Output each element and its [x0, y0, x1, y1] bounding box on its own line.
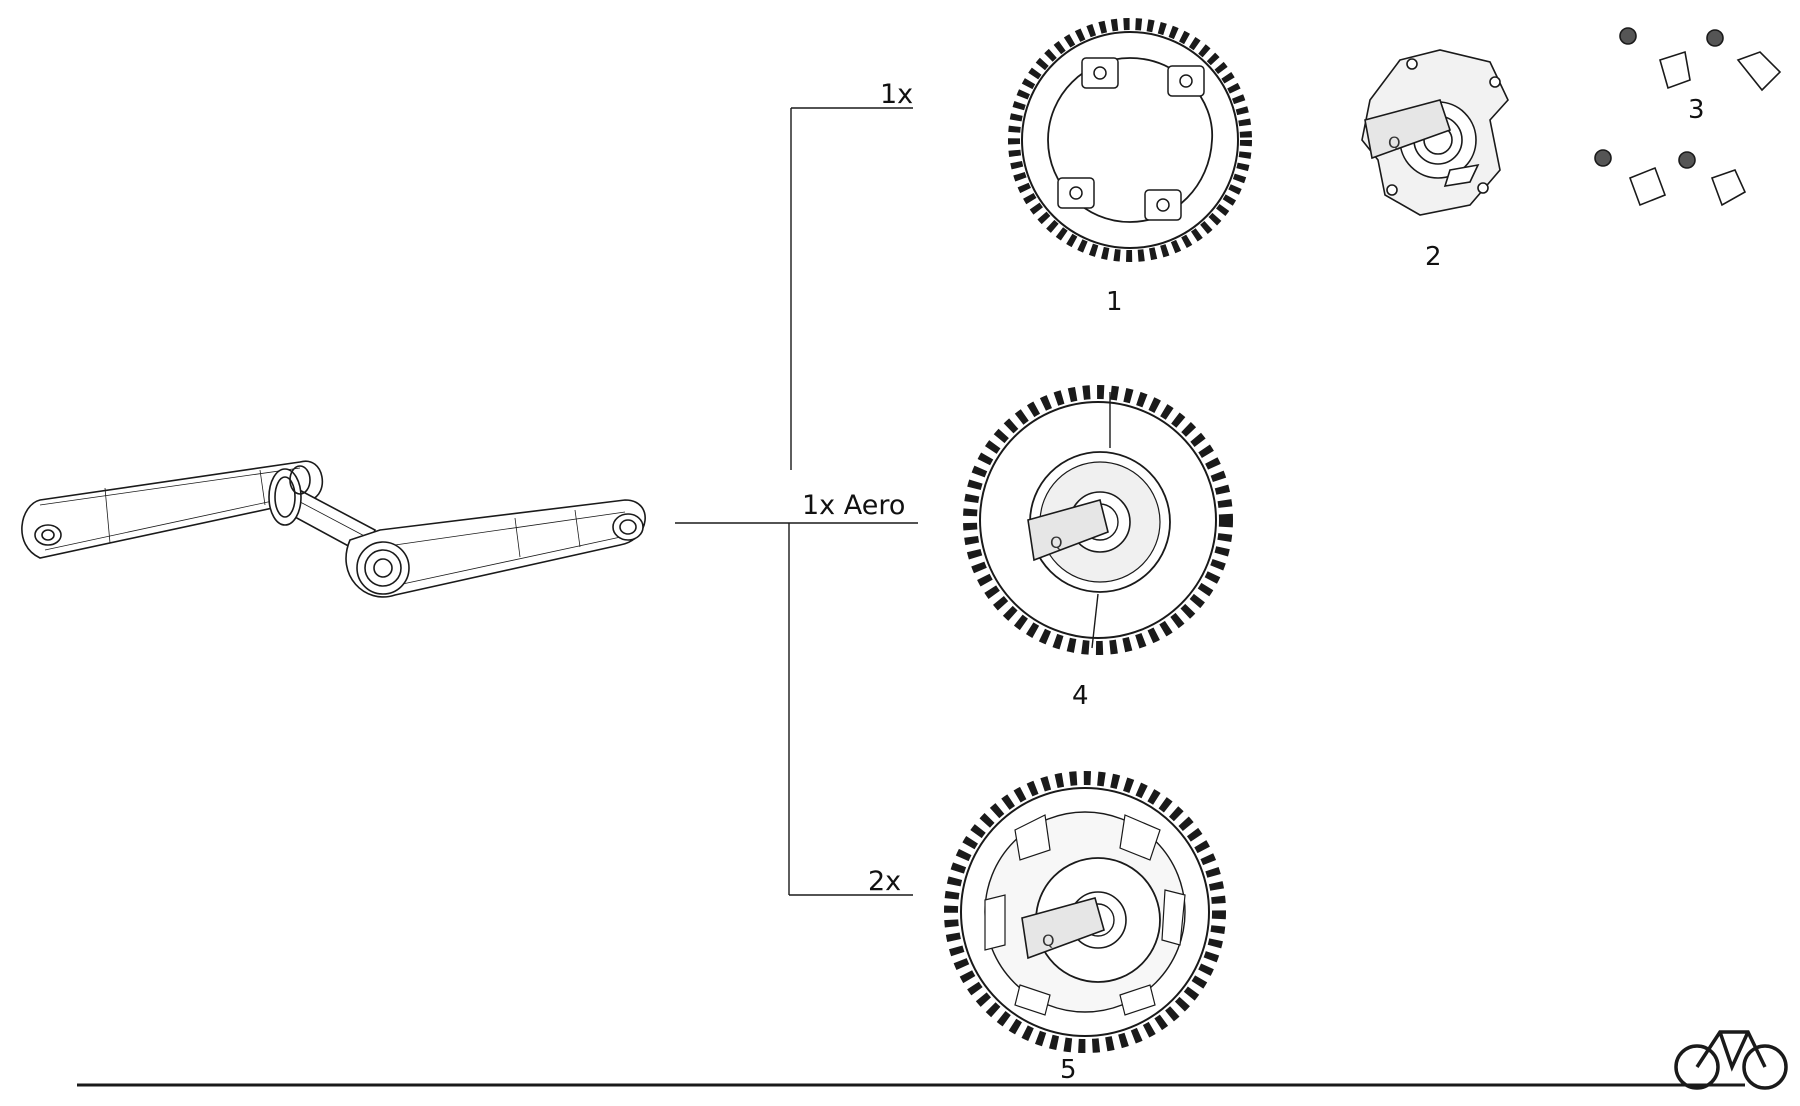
- svg-text:Q: Q: [1042, 931, 1055, 950]
- svg-text:Q: Q: [1388, 133, 1401, 152]
- chainring-2x-icon: Q: [944, 771, 1226, 1053]
- callout-5: 5: [1060, 1055, 1077, 1085]
- config-label-1x: 1x: [880, 79, 913, 110]
- callout-4: 4: [1072, 681, 1089, 711]
- chainring-1x-aero-icon: Q: [963, 385, 1233, 655]
- bicycle-icon: [1674, 1030, 1788, 1090]
- callout-2: 2: [1425, 242, 1442, 272]
- configuration-bracket: [675, 107, 918, 896]
- power-meter-spider-icon: Q: [1361, 49, 1509, 216]
- callout-3: 3: [1688, 95, 1705, 125]
- bolt-kit-icon: [1594, 27, 1782, 207]
- svg-text:Q: Q: [1050, 533, 1063, 552]
- callout-1: 1: [1106, 287, 1123, 317]
- chainring-1x-icon: [1008, 18, 1252, 262]
- crankset-icon: [21, 460, 646, 598]
- config-label-1x-aero: 1x Aero: [802, 490, 905, 521]
- config-label-2x: 2x: [868, 866, 901, 897]
